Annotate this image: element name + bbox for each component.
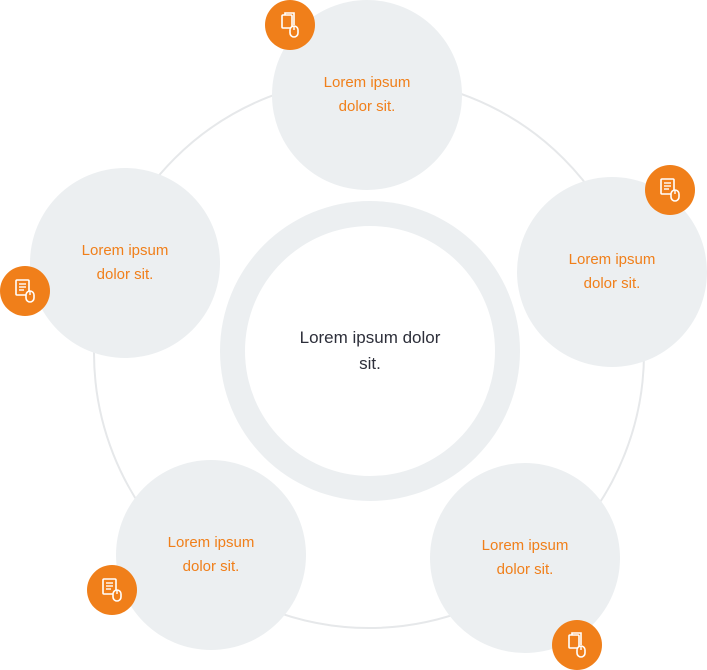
document-mouse-icon: [552, 620, 602, 670]
node-label: Lorem ipsum dolor sit.: [323, 74, 411, 115]
document-list-mouse-icon: [0, 266, 50, 316]
node-label: Lorem ipsum dolor sit.: [568, 251, 656, 292]
document-list-mouse-icon: [645, 165, 695, 215]
node-bottom-left: Lorem ipsum dolor sit.: [116, 460, 306, 650]
node-bottom-right: Lorem ipsum dolor sit.: [430, 463, 620, 653]
document-list-mouse-icon: [87, 565, 137, 615]
center-label: Lorem ipsum dolor sit.: [299, 328, 441, 373]
document-mouse-icon: [265, 0, 315, 50]
node-label: Lorem ipsum dolor sit.: [167, 534, 255, 575]
center-circle: Lorem ipsum dolor sit.: [220, 201, 520, 501]
node-left: Lorem ipsum dolor sit.: [30, 168, 220, 358]
node-label: Lorem ipsum dolor sit.: [81, 242, 169, 283]
node-label: Lorem ipsum dolor sit.: [481, 537, 569, 578]
center-circle-inner: Lorem ipsum dolor sit.: [245, 226, 495, 476]
node-top: Lorem ipsum dolor sit.: [272, 0, 462, 190]
